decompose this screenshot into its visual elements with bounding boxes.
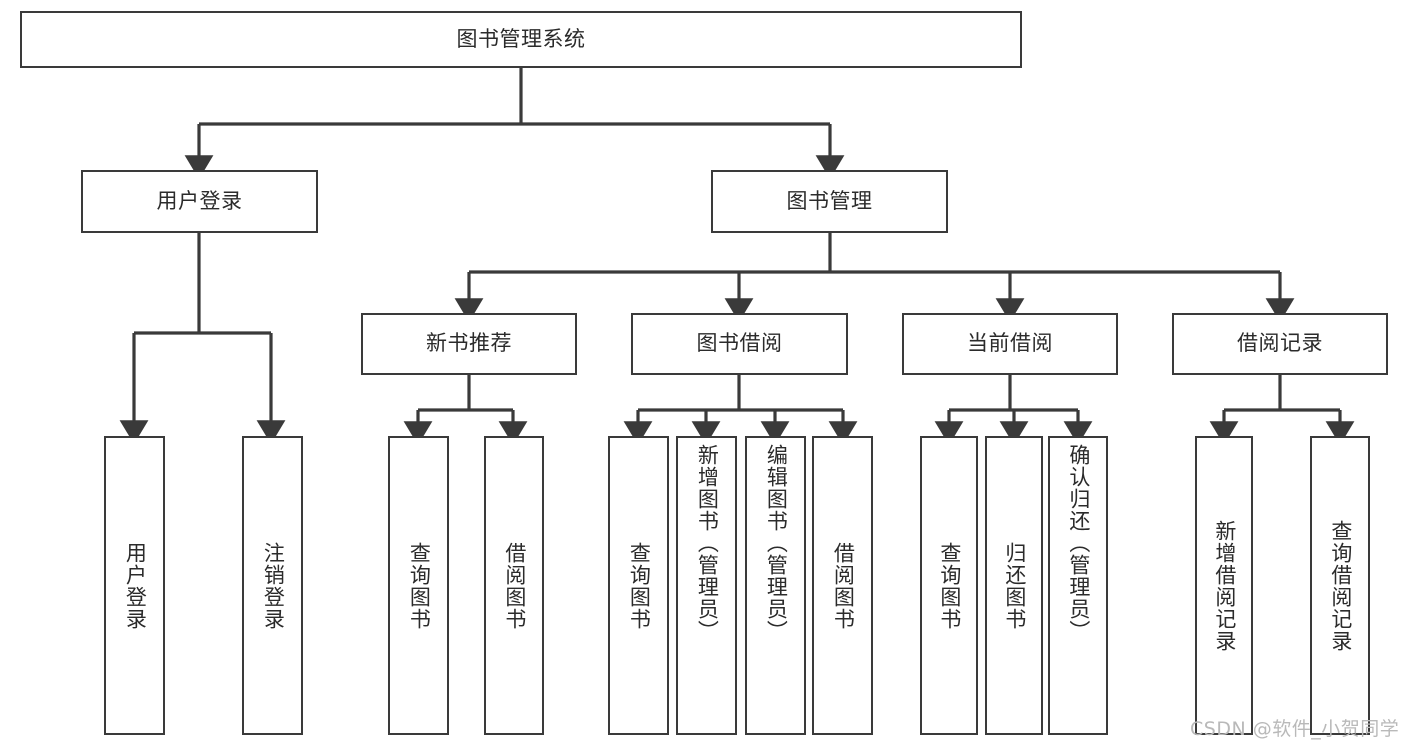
node-current-borrow[interactable]: 当前借阅 (902, 313, 1118, 375)
node-borrow-record[interactable]: 借阅记录 (1172, 313, 1388, 375)
node-label: 图书管理系统 (456, 26, 586, 51)
node-book-borrow[interactable]: 图书借阅 (631, 313, 848, 375)
node-new-book-recommend[interactable]: 新书推荐 (361, 313, 577, 375)
csdn-watermark: CSDN @软件_小贺同学 (1190, 718, 1400, 740)
node-label: 查询图书 (407, 541, 432, 630)
node-label: 新增图书（管理员） (695, 444, 720, 642)
leaf-user-login-login[interactable]: 用户登录 (104, 436, 165, 735)
node-label: 查询借阅记录 (1328, 519, 1353, 652)
leaf-book-borrow-edit[interactable]: 编辑图书（管理员） (745, 436, 806, 735)
node-label: 借阅图书 (831, 541, 856, 630)
leaf-new-book-query[interactable]: 查询图书 (388, 436, 449, 735)
node-label: 用户登录 (123, 541, 148, 630)
node-label: 用户登录 (156, 188, 243, 213)
leaf-current-borrow-confirm[interactable]: 确认归还（管理员） (1048, 436, 1108, 735)
node-book-management-system[interactable]: 图书管理系统 (20, 11, 1022, 68)
node-user-login[interactable]: 用户登录 (81, 170, 318, 233)
leaf-book-borrow-add[interactable]: 新增图书（管理员） (676, 436, 737, 735)
node-label: 借阅记录 (1237, 331, 1323, 356)
node-label: 确认归还（管理员） (1066, 444, 1091, 642)
node-label: 查询图书 (627, 541, 652, 630)
node-label: 查询图书 (937, 541, 962, 630)
leaf-user-login-logout[interactable]: 注销登录 (242, 436, 303, 735)
node-label: 注销登录 (261, 541, 286, 630)
leaf-new-book-borrow[interactable]: 借阅图书 (484, 436, 544, 735)
node-label: 借阅图书 (502, 541, 527, 630)
leaf-borrow-record-query[interactable]: 查询借阅记录 (1310, 436, 1370, 735)
node-label: 归还图书 (1002, 541, 1027, 630)
leaf-current-borrow-return[interactable]: 归还图书 (985, 436, 1043, 735)
node-label: 新增借阅记录 (1212, 519, 1237, 652)
node-book-management[interactable]: 图书管理 (711, 170, 948, 233)
leaf-book-borrow-borrow[interactable]: 借阅图书 (812, 436, 873, 735)
node-label: 编辑图书（管理员） (764, 444, 789, 642)
node-label: 新书推荐 (426, 331, 512, 356)
node-label: 图书管理 (786, 188, 873, 213)
leaf-current-borrow-query[interactable]: 查询图书 (920, 436, 978, 735)
node-label: 图书借阅 (696, 331, 783, 356)
leaf-book-borrow-query[interactable]: 查询图书 (608, 436, 669, 735)
node-label: 当前借阅 (967, 331, 1053, 356)
leaf-borrow-record-add[interactable]: 新增借阅记录 (1195, 436, 1253, 735)
